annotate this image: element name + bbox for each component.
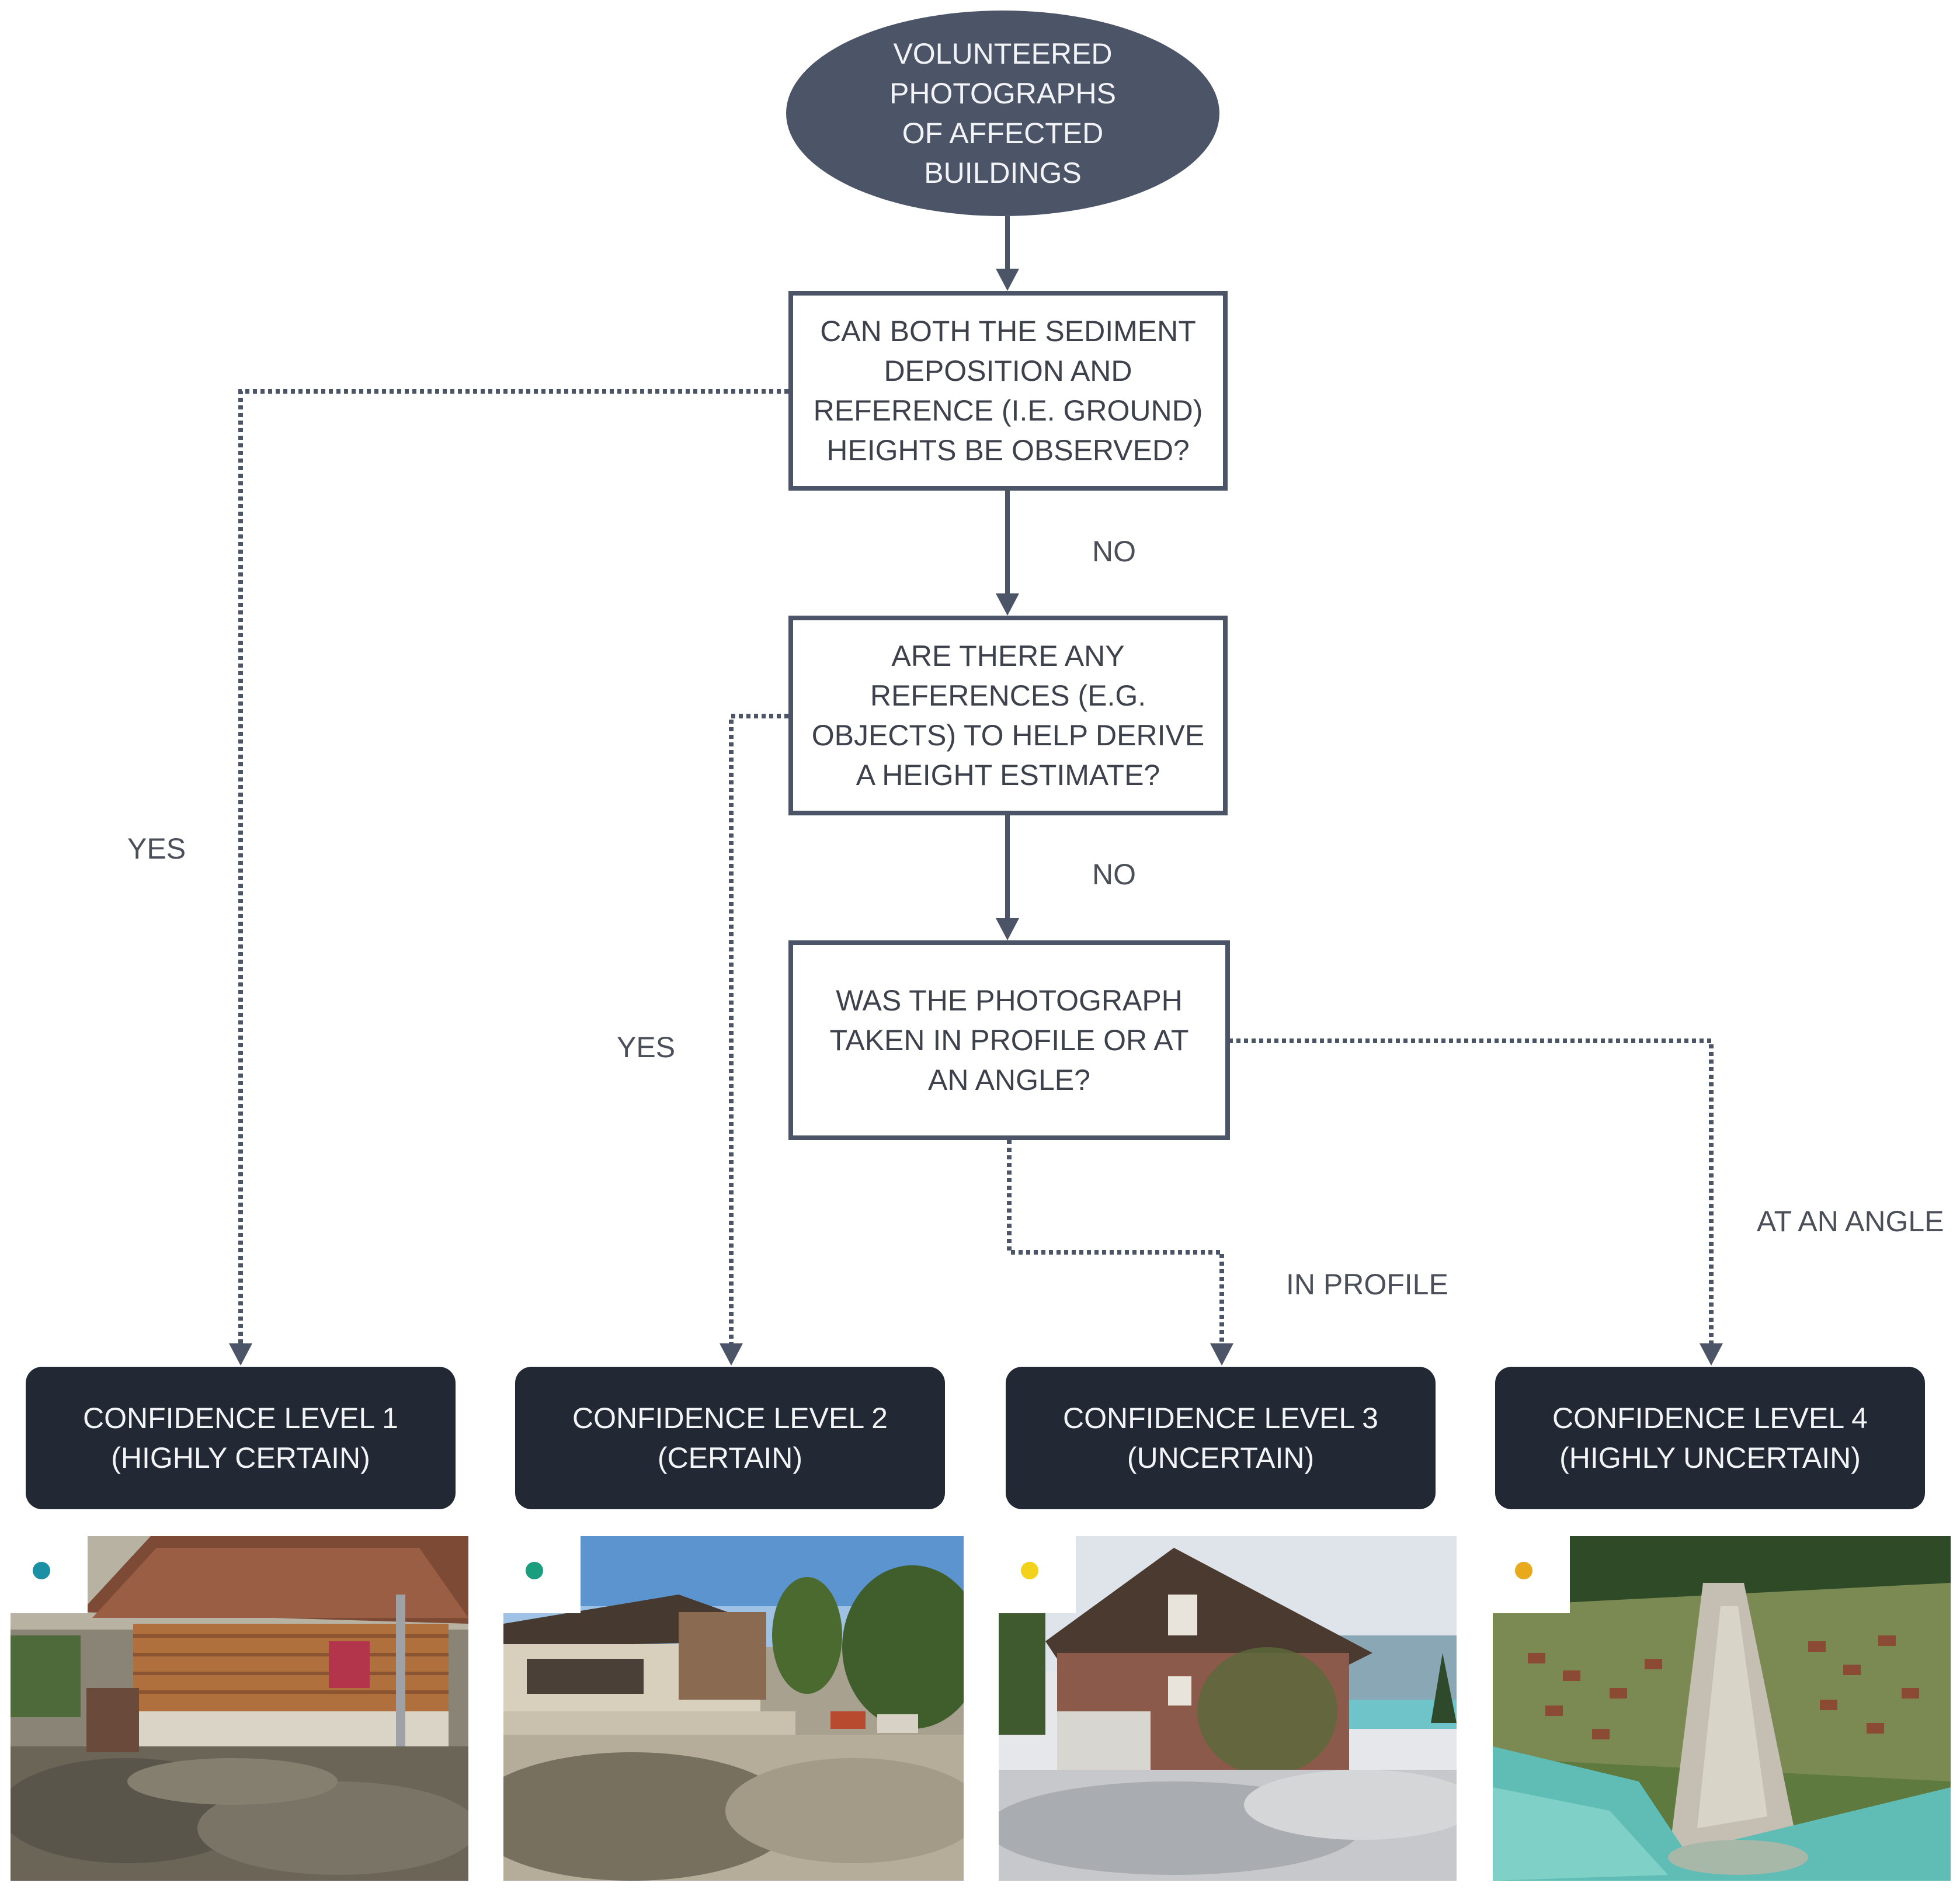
edge-label-q2-no: NO — [1092, 858, 1136, 891]
confidence-level-1-box: CONFIDENCE LEVEL 1 (HIGHLY CERTAIN) — [26, 1367, 456, 1509]
confidence-dot — [526, 1562, 543, 1579]
edge-label-q3-angle: AT AN ANGLE — [1757, 1205, 1944, 1238]
arrowhead-q1 — [996, 269, 1019, 291]
confidence-level-1-label: CONFIDENCE LEVEL 1 (HIGHLY CERTAIN) — [83, 1402, 398, 1474]
confidence-level-2-label: CONFIDENCE LEVEL 2 (CERTAIN) — [572, 1402, 888, 1474]
photo-level-4 — [1493, 1536, 1951, 1881]
arrowhead-level1 — [229, 1343, 252, 1366]
edge-label-q1-yes: YES — [127, 832, 186, 865]
question-3-label: WAS THE PHOTOGRAPH TAKEN IN PROFILE OR A… — [829, 984, 1189, 1096]
question-1-box: CAN BOTH THE SEDIMENT DEPOSITION AND REF… — [788, 291, 1228, 491]
edge-label-q2-yes: YES — [617, 1031, 676, 1064]
edge-label-q1-no: NO — [1092, 535, 1136, 568]
photo-level-3 — [999, 1536, 1457, 1881]
question-2-label: ARE THERE ANY REFERENCES (E.G. OBJECTS) … — [811, 640, 1205, 791]
question-3-box: WAS THE PHOTOGRAPH TAKEN IN PROFILE OR A… — [788, 940, 1230, 1140]
confidence-indicator — [11, 1536, 88, 1613]
edge-label-q3-profile: IN PROFILE — [1286, 1268, 1448, 1301]
photo-level-1 — [11, 1536, 468, 1881]
dotted-q3-angle — [1229, 1038, 1714, 1343]
arrowhead-level4 — [1700, 1343, 1723, 1366]
dotted-q1-yes — [238, 389, 788, 1343]
start-node-label: VOLUNTEERED PHOTOGRAPHS OF AFFECTED BUIL… — [889, 37, 1117, 189]
question-2-box: ARE THERE ANY REFERENCES (E.G. OBJECTS) … — [788, 616, 1228, 815]
arrowhead-level3 — [1210, 1343, 1233, 1366]
dotted-q2-yes — [729, 714, 788, 1343]
confidence-level-4-box: CONFIDENCE LEVEL 4 (HIGHLY UNCERTAIN) — [1495, 1367, 1925, 1509]
confidence-indicator — [999, 1536, 1076, 1613]
dotted-q3-profile — [1007, 1140, 1224, 1343]
confidence-level-4-label: CONFIDENCE LEVEL 4 (HIGHLY UNCERTAIN) — [1552, 1402, 1868, 1474]
confidence-level-2-box: CONFIDENCE LEVEL 2 (CERTAIN) — [515, 1367, 945, 1509]
confidence-indicator — [503, 1536, 581, 1613]
photo-level-2 — [503, 1536, 964, 1881]
arrowhead-level2 — [720, 1343, 743, 1366]
question-1-label: CAN BOTH THE SEDIMENT DEPOSITION AND REF… — [813, 315, 1203, 467]
arrowhead-q2 — [996, 593, 1019, 616]
confidence-indicator — [1493, 1536, 1570, 1613]
confidence-dot — [1515, 1562, 1532, 1579]
confidence-dot — [1021, 1562, 1038, 1579]
confidence-dot — [33, 1562, 50, 1579]
start-node: VOLUNTEERED PHOTOGRAPHS OF AFFECTED BUIL… — [786, 11, 1219, 216]
arrowhead-q3 — [996, 918, 1019, 940]
confidence-level-3-box: CONFIDENCE LEVEL 3 (UNCERTAIN) — [1006, 1367, 1436, 1509]
confidence-level-3-label: CONFIDENCE LEVEL 3 (UNCERTAIN) — [1063, 1402, 1378, 1474]
